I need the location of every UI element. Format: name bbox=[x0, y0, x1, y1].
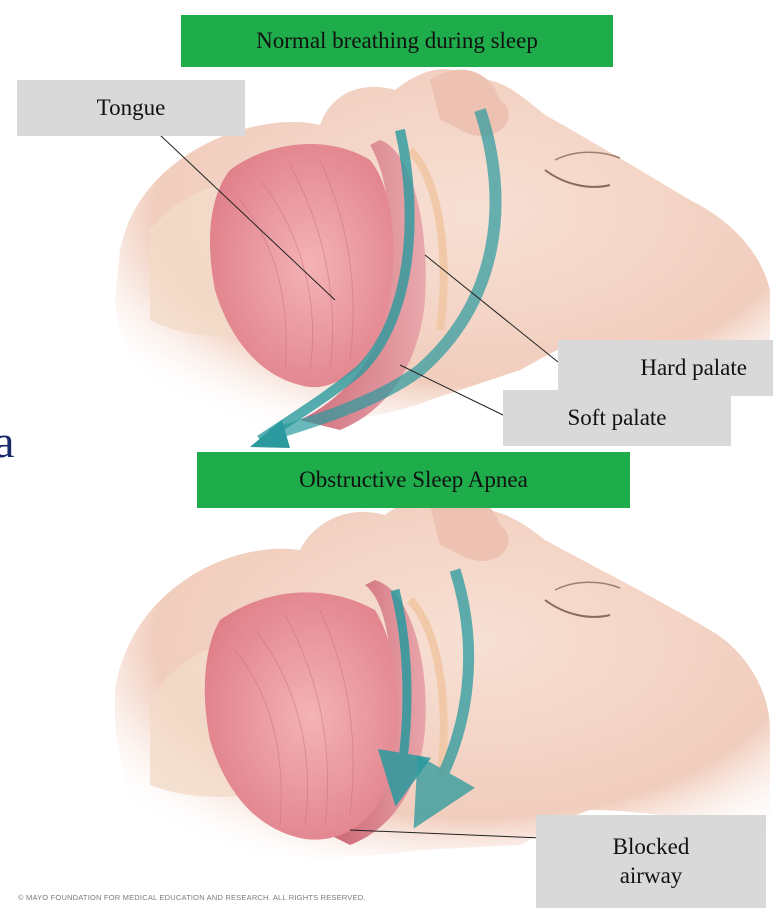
tongue-label: Tongue bbox=[17, 80, 245, 136]
obstructive-apnea-title: Obstructive Sleep Apnea bbox=[197, 452, 630, 508]
edge-glyph: a bbox=[0, 415, 14, 468]
blocked-airway-label: Blocked airway bbox=[536, 815, 766, 908]
obstructive-apnea-head bbox=[115, 496, 770, 858]
hard-palate-label: Hard palate bbox=[558, 340, 773, 396]
blocked-airway-line-2: airway bbox=[620, 862, 683, 891]
blocked-airway-line-1: Blocked bbox=[613, 833, 690, 862]
copyright-notice: © MAYO FOUNDATION FOR MEDICAL EDUCATION … bbox=[18, 893, 366, 902]
normal-breathing-title: Normal breathing during sleep bbox=[181, 15, 613, 67]
soft-palate-label: Soft palate bbox=[503, 390, 731, 446]
